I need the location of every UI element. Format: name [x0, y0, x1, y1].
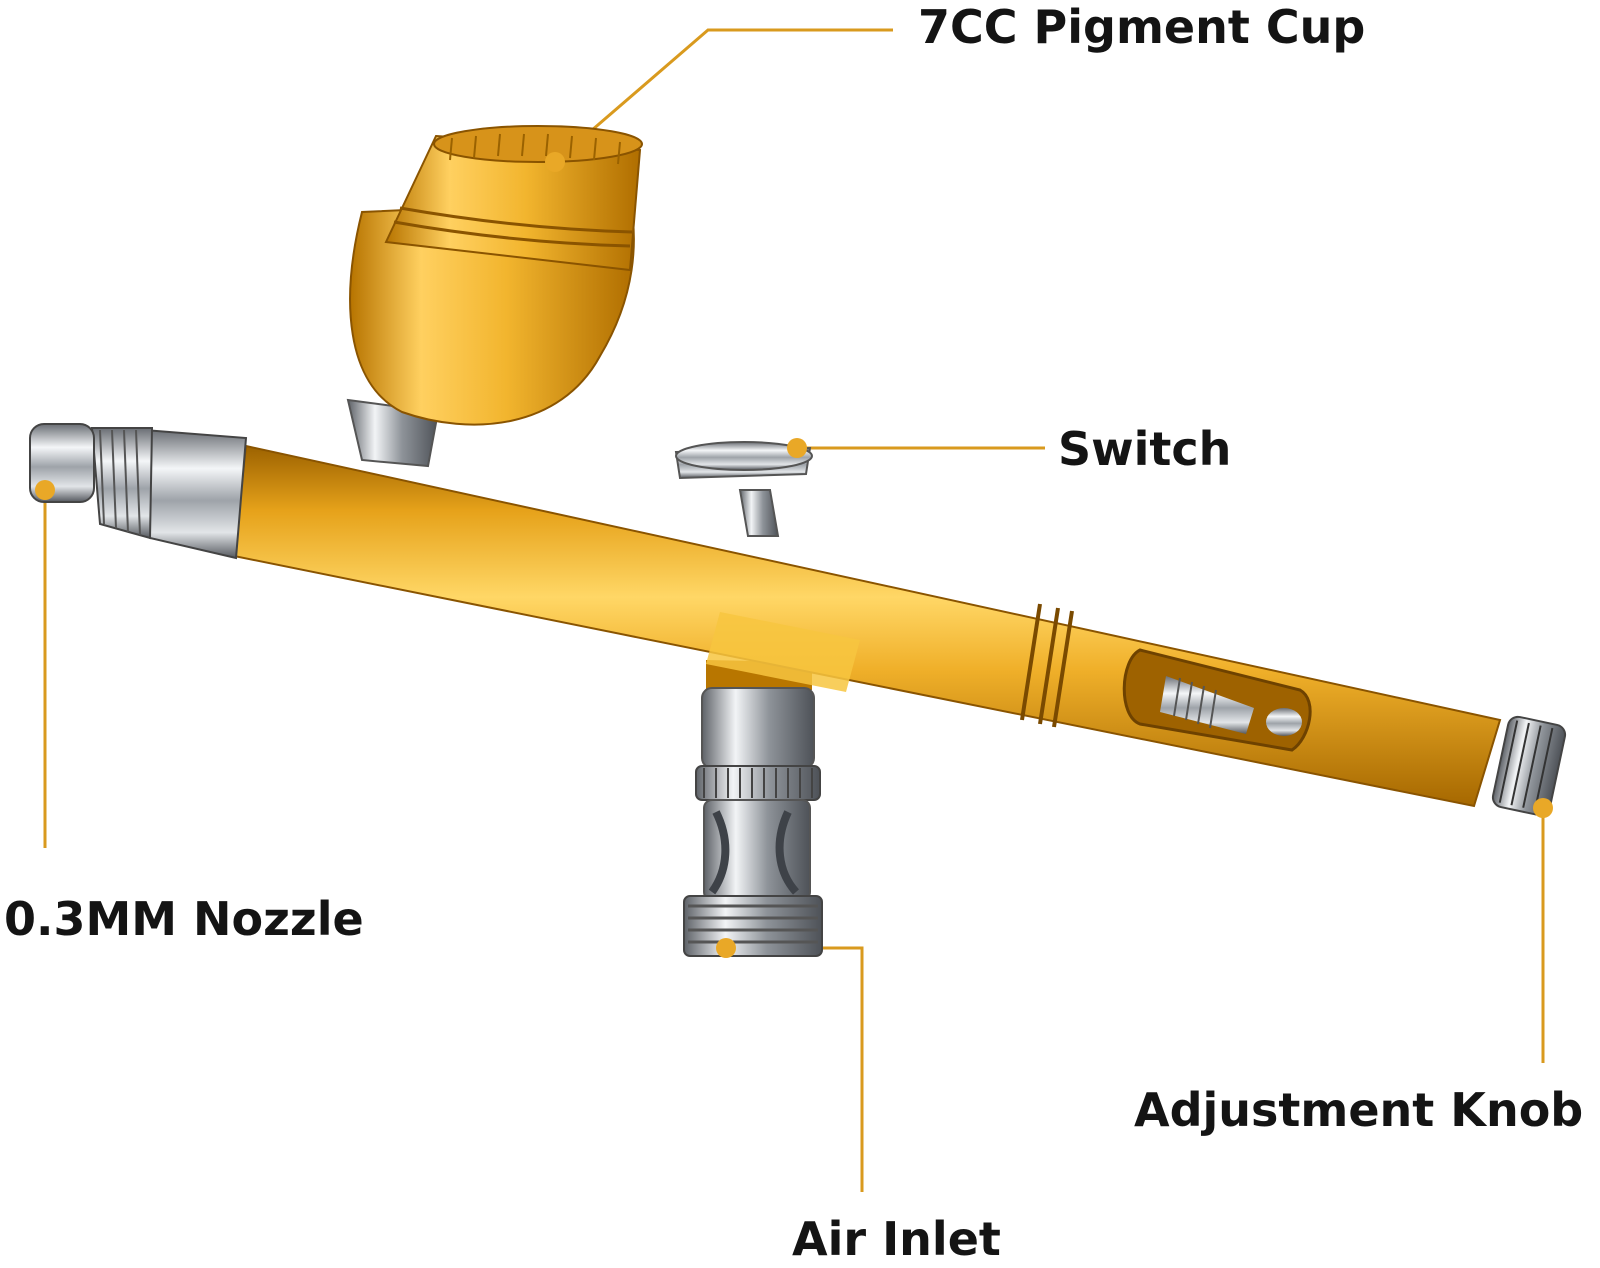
air-inlet-fitting	[683, 660, 823, 958]
adjustment-knob	[1491, 715, 1567, 818]
label-pigment-cup: 7CC Pigment Cup	[918, 0, 1366, 54]
pigment-cup	[346, 125, 643, 468]
label-adjustment-knob: Adjustment Knob	[1134, 1083, 1584, 1137]
leader-pigment-cup	[554, 28, 893, 164]
switch-trigger	[674, 438, 813, 537]
label-air-inlet: Air Inlet	[792, 1212, 1001, 1266]
airbrush-body	[232, 444, 1502, 808]
label-switch: Switch	[1058, 422, 1232, 476]
leader-air-inlet	[726, 946, 864, 1192]
label-nozzle: 0.3MM Nozzle	[4, 892, 364, 946]
nozzle-assembly	[29, 423, 248, 560]
